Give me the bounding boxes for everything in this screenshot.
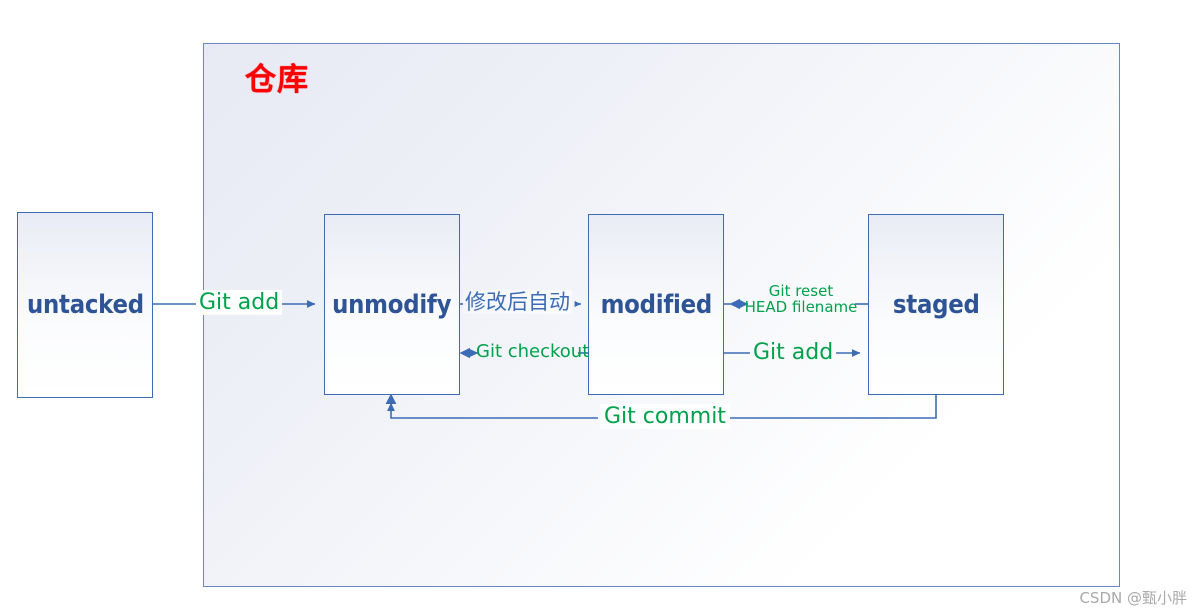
state-label-untacked: untacked	[26, 290, 144, 320]
state-label-unmodify: unmodify	[332, 289, 452, 320]
watermark: CSDN @甄小胖	[1079, 589, 1187, 607]
transition-label-auto-modify: 修改后自动	[463, 290, 572, 315]
state-box-untacked[interactable]: untacked	[17, 212, 153, 398]
transition-label-git-commit: Git commit	[600, 404, 730, 430]
state-label-modified: modified	[600, 289, 712, 320]
state-box-staged[interactable]: staged	[868, 214, 1004, 395]
transition-label-git-checkout: Git checkout	[476, 341, 590, 362]
repository-title: 仓库	[245, 62, 309, 98]
transition-label-git-add-untacked-to-unmodify: Git add	[196, 290, 283, 316]
transition-label-git-add-modified-to-staged: Git add	[753, 340, 834, 365]
state-box-modified[interactable]: modified	[588, 214, 724, 395]
transition-label-git-reset-line2: HEAD filename	[744, 297, 858, 316]
state-label-staged: staged	[892, 289, 980, 320]
transition-label-git-reset-line1: Git reset	[768, 282, 834, 300]
state-box-unmodify[interactable]: unmodify	[324, 214, 460, 395]
transition-label-git-reset: Git reset HEAD filename	[741, 282, 861, 316]
